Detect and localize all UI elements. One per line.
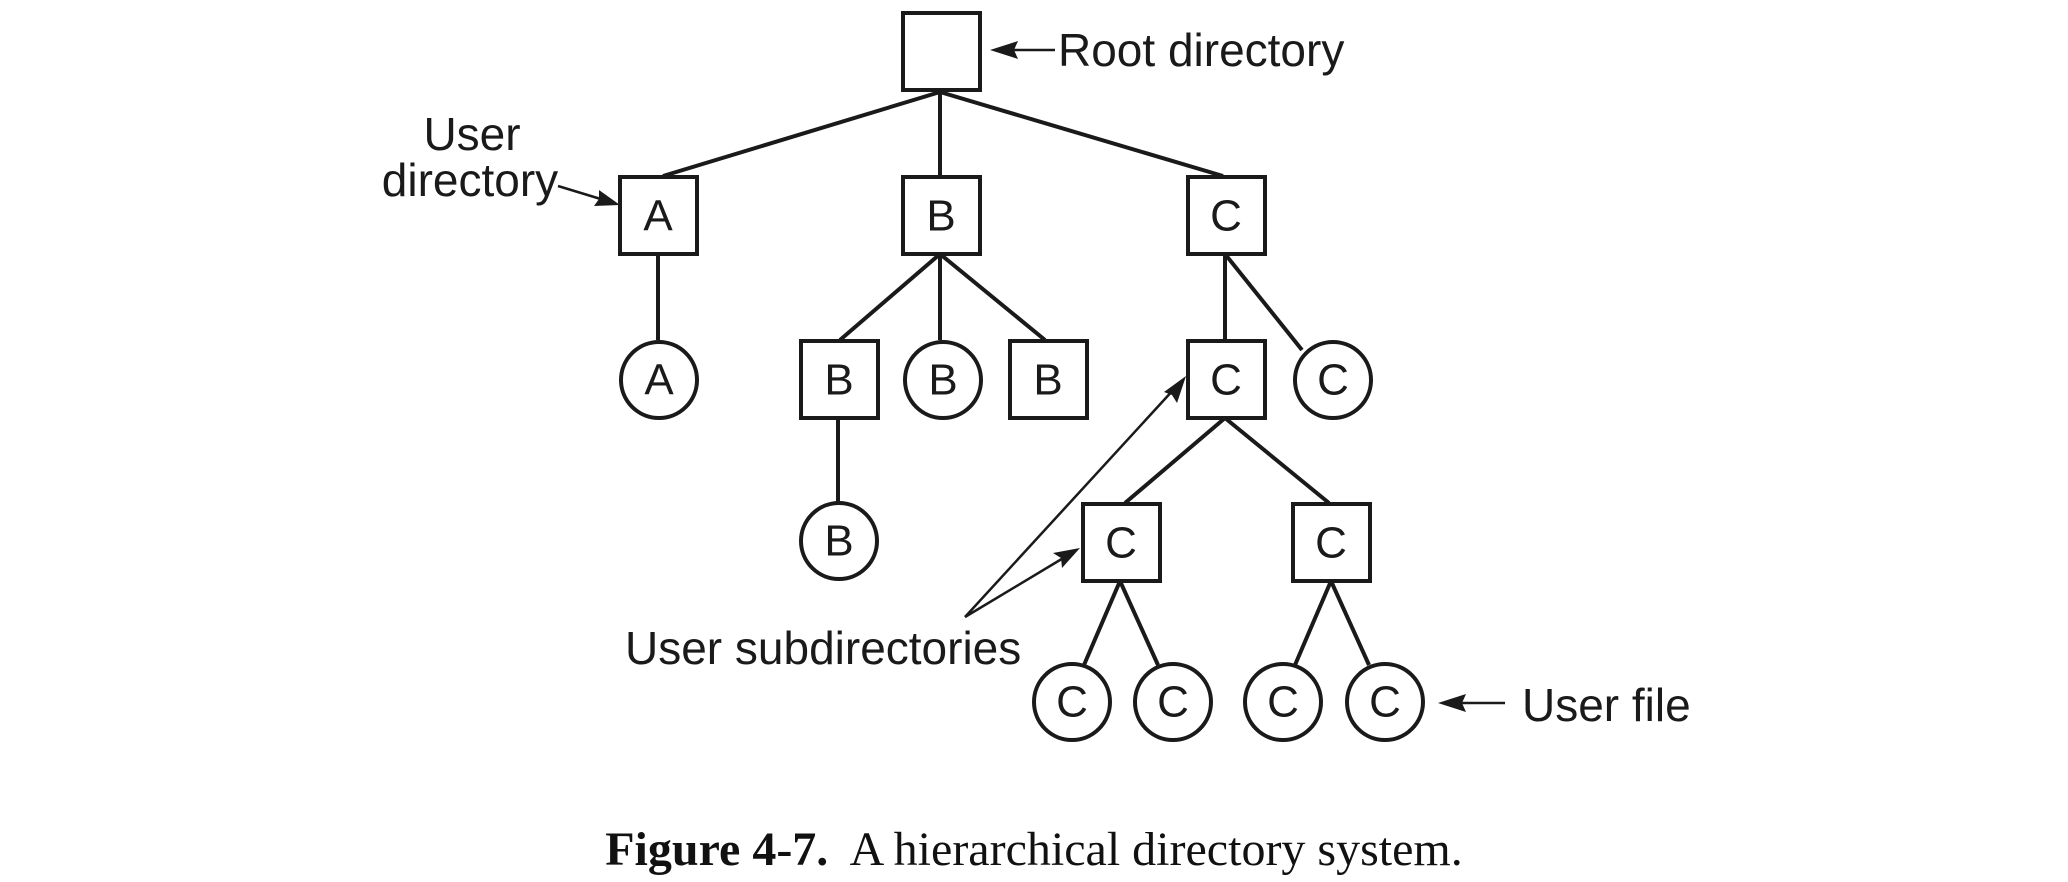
subdirectory-b2-label: B [1033, 356, 1062, 405]
subdirectory-b-box [799, 339, 880, 420]
file-a-circle [619, 340, 699, 420]
tree-edges [656, 90, 1371, 666]
edge-c-cfile1 [1223, 252, 1304, 352]
file-b-sub-label: B [824, 517, 853, 566]
edge-root-a [662, 90, 941, 178]
file-c3-label: C [1157, 678, 1189, 727]
annotation-pointers [557, 41, 1505, 712]
directory-nodes: A B C B B C C C [618, 11, 1372, 583]
user-subdirectories-pointer-upper [964, 387, 1176, 618]
user-directory-label-line2: directory [382, 154, 558, 206]
user-directory-pointer [557, 184, 605, 202]
annotation-labels: Root directory User directory User subdi… [382, 24, 1691, 731]
user-subdirectories-arrowhead-upper [1164, 376, 1186, 403]
edge-csub-right [1223, 416, 1331, 505]
file-c2-label: C [1056, 678, 1088, 727]
directory-a-label: A [643, 192, 673, 241]
file-c1-label: C [1317, 356, 1349, 405]
subdirectory-b-label: B [824, 356, 853, 405]
edge-root-c [939, 90, 1224, 178]
user-directory-label-line1: User [423, 108, 520, 160]
figure-caption-text: A hierarchical directory system. [849, 823, 1463, 876]
subdirectory-c-box [1186, 339, 1267, 420]
figure-number: Figure 4-7. [605, 823, 829, 876]
edge-cright-file4 [1293, 580, 1333, 666]
edge-cleft-file3 [1118, 580, 1160, 666]
subdirectory-c-left-box [1081, 502, 1162, 583]
root-directory-box [901, 11, 982, 92]
file-c4-label: C [1267, 678, 1299, 727]
file-c5-label: C [1369, 678, 1401, 727]
edge-b-bsub2 [938, 252, 1047, 342]
edge-b-bsub [838, 252, 942, 342]
file-b-label: B [928, 356, 957, 405]
user-directory-arrowhead [594, 190, 620, 206]
subdirectory-b2-box [1008, 339, 1089, 420]
root-directory-label: Root directory [1058, 24, 1344, 76]
file-a-label: A [644, 356, 674, 405]
file-b-sub-circle [799, 501, 879, 581]
directory-b-box [901, 175, 982, 256]
directory-a-box [618, 175, 699, 256]
file-nodes: A B B C C C C C [619, 340, 1425, 742]
user-file-arrowhead [1438, 694, 1466, 712]
directory-c-box [1186, 175, 1267, 256]
user-subdirectories-arrowhead-lower [1053, 548, 1080, 568]
file-c4-circle [1243, 662, 1323, 742]
user-subdirectories-label: User subdirectories [625, 622, 1021, 674]
file-c5-circle [1345, 662, 1425, 742]
directory-c-label: C [1210, 192, 1242, 241]
user-subdirectories-pointer-lower [964, 555, 1066, 619]
user-file-label: User file [1522, 679, 1691, 731]
edge-csub-left [1123, 416, 1227, 505]
figure-caption: Figure 4-7. A hierarchical directory sys… [0, 822, 2068, 877]
subdirectory-c-label: C [1210, 356, 1242, 405]
file-b-circle [903, 340, 983, 420]
directory-b-label: B [926, 192, 955, 241]
root-directory-arrowhead [990, 41, 1018, 59]
file-c1-circle [1293, 340, 1373, 420]
file-c3-circle [1133, 662, 1213, 742]
subdirectory-c-right-box [1291, 502, 1372, 583]
edge-cleft-file2 [1082, 580, 1122, 666]
subdirectory-c-right-label: C [1315, 519, 1347, 568]
subdirectory-c-left-label: C [1105, 519, 1137, 568]
file-c2-circle [1032, 662, 1112, 742]
edge-cright-file5 [1329, 580, 1371, 666]
